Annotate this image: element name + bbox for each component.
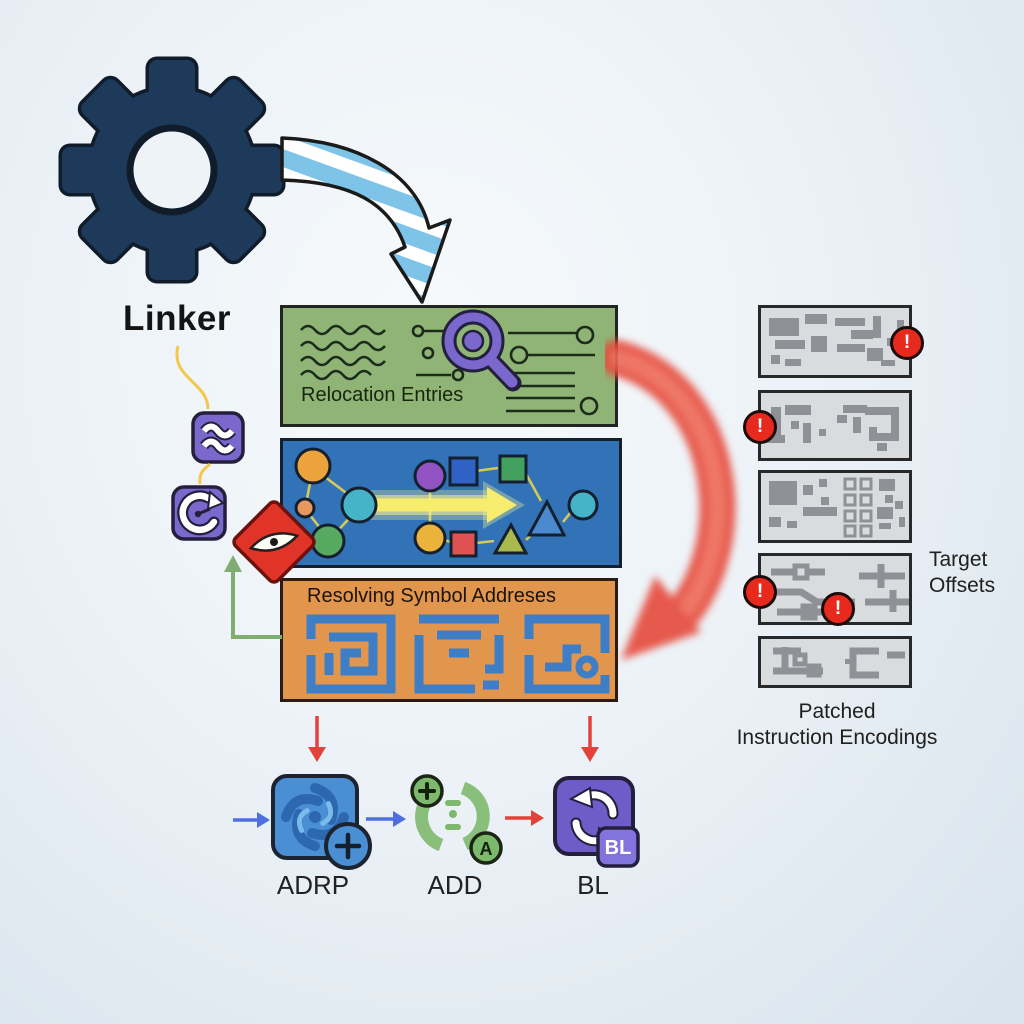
bl-icon: BL bbox=[553, 776, 640, 868]
yellow-connector-1 bbox=[175, 345, 210, 410]
red-arrow-add-to-bl bbox=[505, 810, 544, 826]
encoding-chip-3 bbox=[758, 470, 912, 543]
a-badge-text: A bbox=[480, 839, 493, 859]
bl-label: BL bbox=[577, 870, 609, 900]
add-label: ADD bbox=[427, 870, 483, 900]
patch-flow-arrow bbox=[605, 340, 736, 660]
refresh-icon bbox=[171, 485, 227, 541]
patch-flow-arrow-shape bbox=[605, 340, 736, 660]
alert-badge-2: ! bbox=[743, 410, 777, 444]
add-icon: A bbox=[410, 774, 503, 865]
patched-line1: Patched bbox=[798, 700, 876, 723]
maze-glyph-2 bbox=[414, 614, 504, 694]
resolving-title: Resolving Symbol Addreses bbox=[307, 585, 557, 607]
plus-icon bbox=[418, 782, 436, 800]
chip-2-pattern bbox=[767, 405, 899, 451]
encoding-chip-5 bbox=[758, 636, 912, 688]
maze-glyphs bbox=[306, 614, 610, 694]
resolve-arrow bbox=[352, 481, 525, 529]
resolving-box: Resolving Symbol Addreses bbox=[280, 578, 618, 702]
maze-glyph-1 bbox=[306, 614, 396, 694]
blue-arrow-into-adrp bbox=[233, 812, 270, 828]
patched-line2: Instruction Encodings bbox=[736, 726, 938, 749]
relocation-decor bbox=[300, 309, 599, 416]
alert-badge-3: ! bbox=[743, 575, 777, 609]
magnifier-icon bbox=[441, 309, 522, 392]
inspect-diamond-icon bbox=[232, 500, 316, 584]
adrp-icon bbox=[271, 774, 372, 870]
red-down-arrow-right bbox=[581, 716, 599, 762]
eye-icon bbox=[248, 532, 300, 552]
gear-icon bbox=[58, 56, 286, 284]
bl-badge: BL bbox=[596, 826, 640, 868]
chip-5-pattern bbox=[773, 647, 905, 679]
waves-icon bbox=[191, 411, 245, 464]
plus-badge bbox=[324, 822, 372, 870]
chip-3-pattern bbox=[769, 477, 905, 538]
yellow-connector-2 bbox=[198, 462, 211, 485]
alert-badge-1: ! bbox=[890, 326, 924, 360]
plus-badge bbox=[410, 774, 444, 808]
plus-icon bbox=[334, 832, 362, 860]
red-down-arrow-left bbox=[308, 716, 326, 762]
maze-glyph-3 bbox=[524, 614, 610, 694]
encoding-chip-1 bbox=[758, 305, 912, 378]
wavy-lines bbox=[300, 324, 386, 381]
target-offsets-line2: Offsets bbox=[929, 574, 996, 597]
add-inner-marks bbox=[445, 800, 461, 830]
bl-badge-text: BL bbox=[605, 837, 632, 859]
target-offsets-label: Target Offsets bbox=[929, 547, 1019, 599]
patched-encodings-label: Patched Instruction Encodings bbox=[722, 699, 952, 751]
linker-label: Linker bbox=[122, 299, 232, 338]
target-offsets-line1: Target bbox=[929, 548, 988, 571]
gear-fill bbox=[62, 60, 282, 280]
relocation-entries-title: Relocation Entries bbox=[301, 384, 464, 406]
chip-1-pattern bbox=[769, 314, 904, 366]
a-badge: A bbox=[469, 831, 503, 865]
symbol-graph-decor bbox=[294, 447, 599, 559]
adrp-label: ADRP bbox=[276, 870, 350, 900]
gear-hole bbox=[126, 124, 218, 216]
alert-badge-4: ! bbox=[821, 592, 855, 626]
encoding-chip-2 bbox=[758, 390, 912, 461]
symbol-graph-box bbox=[280, 438, 622, 568]
relocation-entries-box: Relocation Entries bbox=[280, 305, 618, 427]
